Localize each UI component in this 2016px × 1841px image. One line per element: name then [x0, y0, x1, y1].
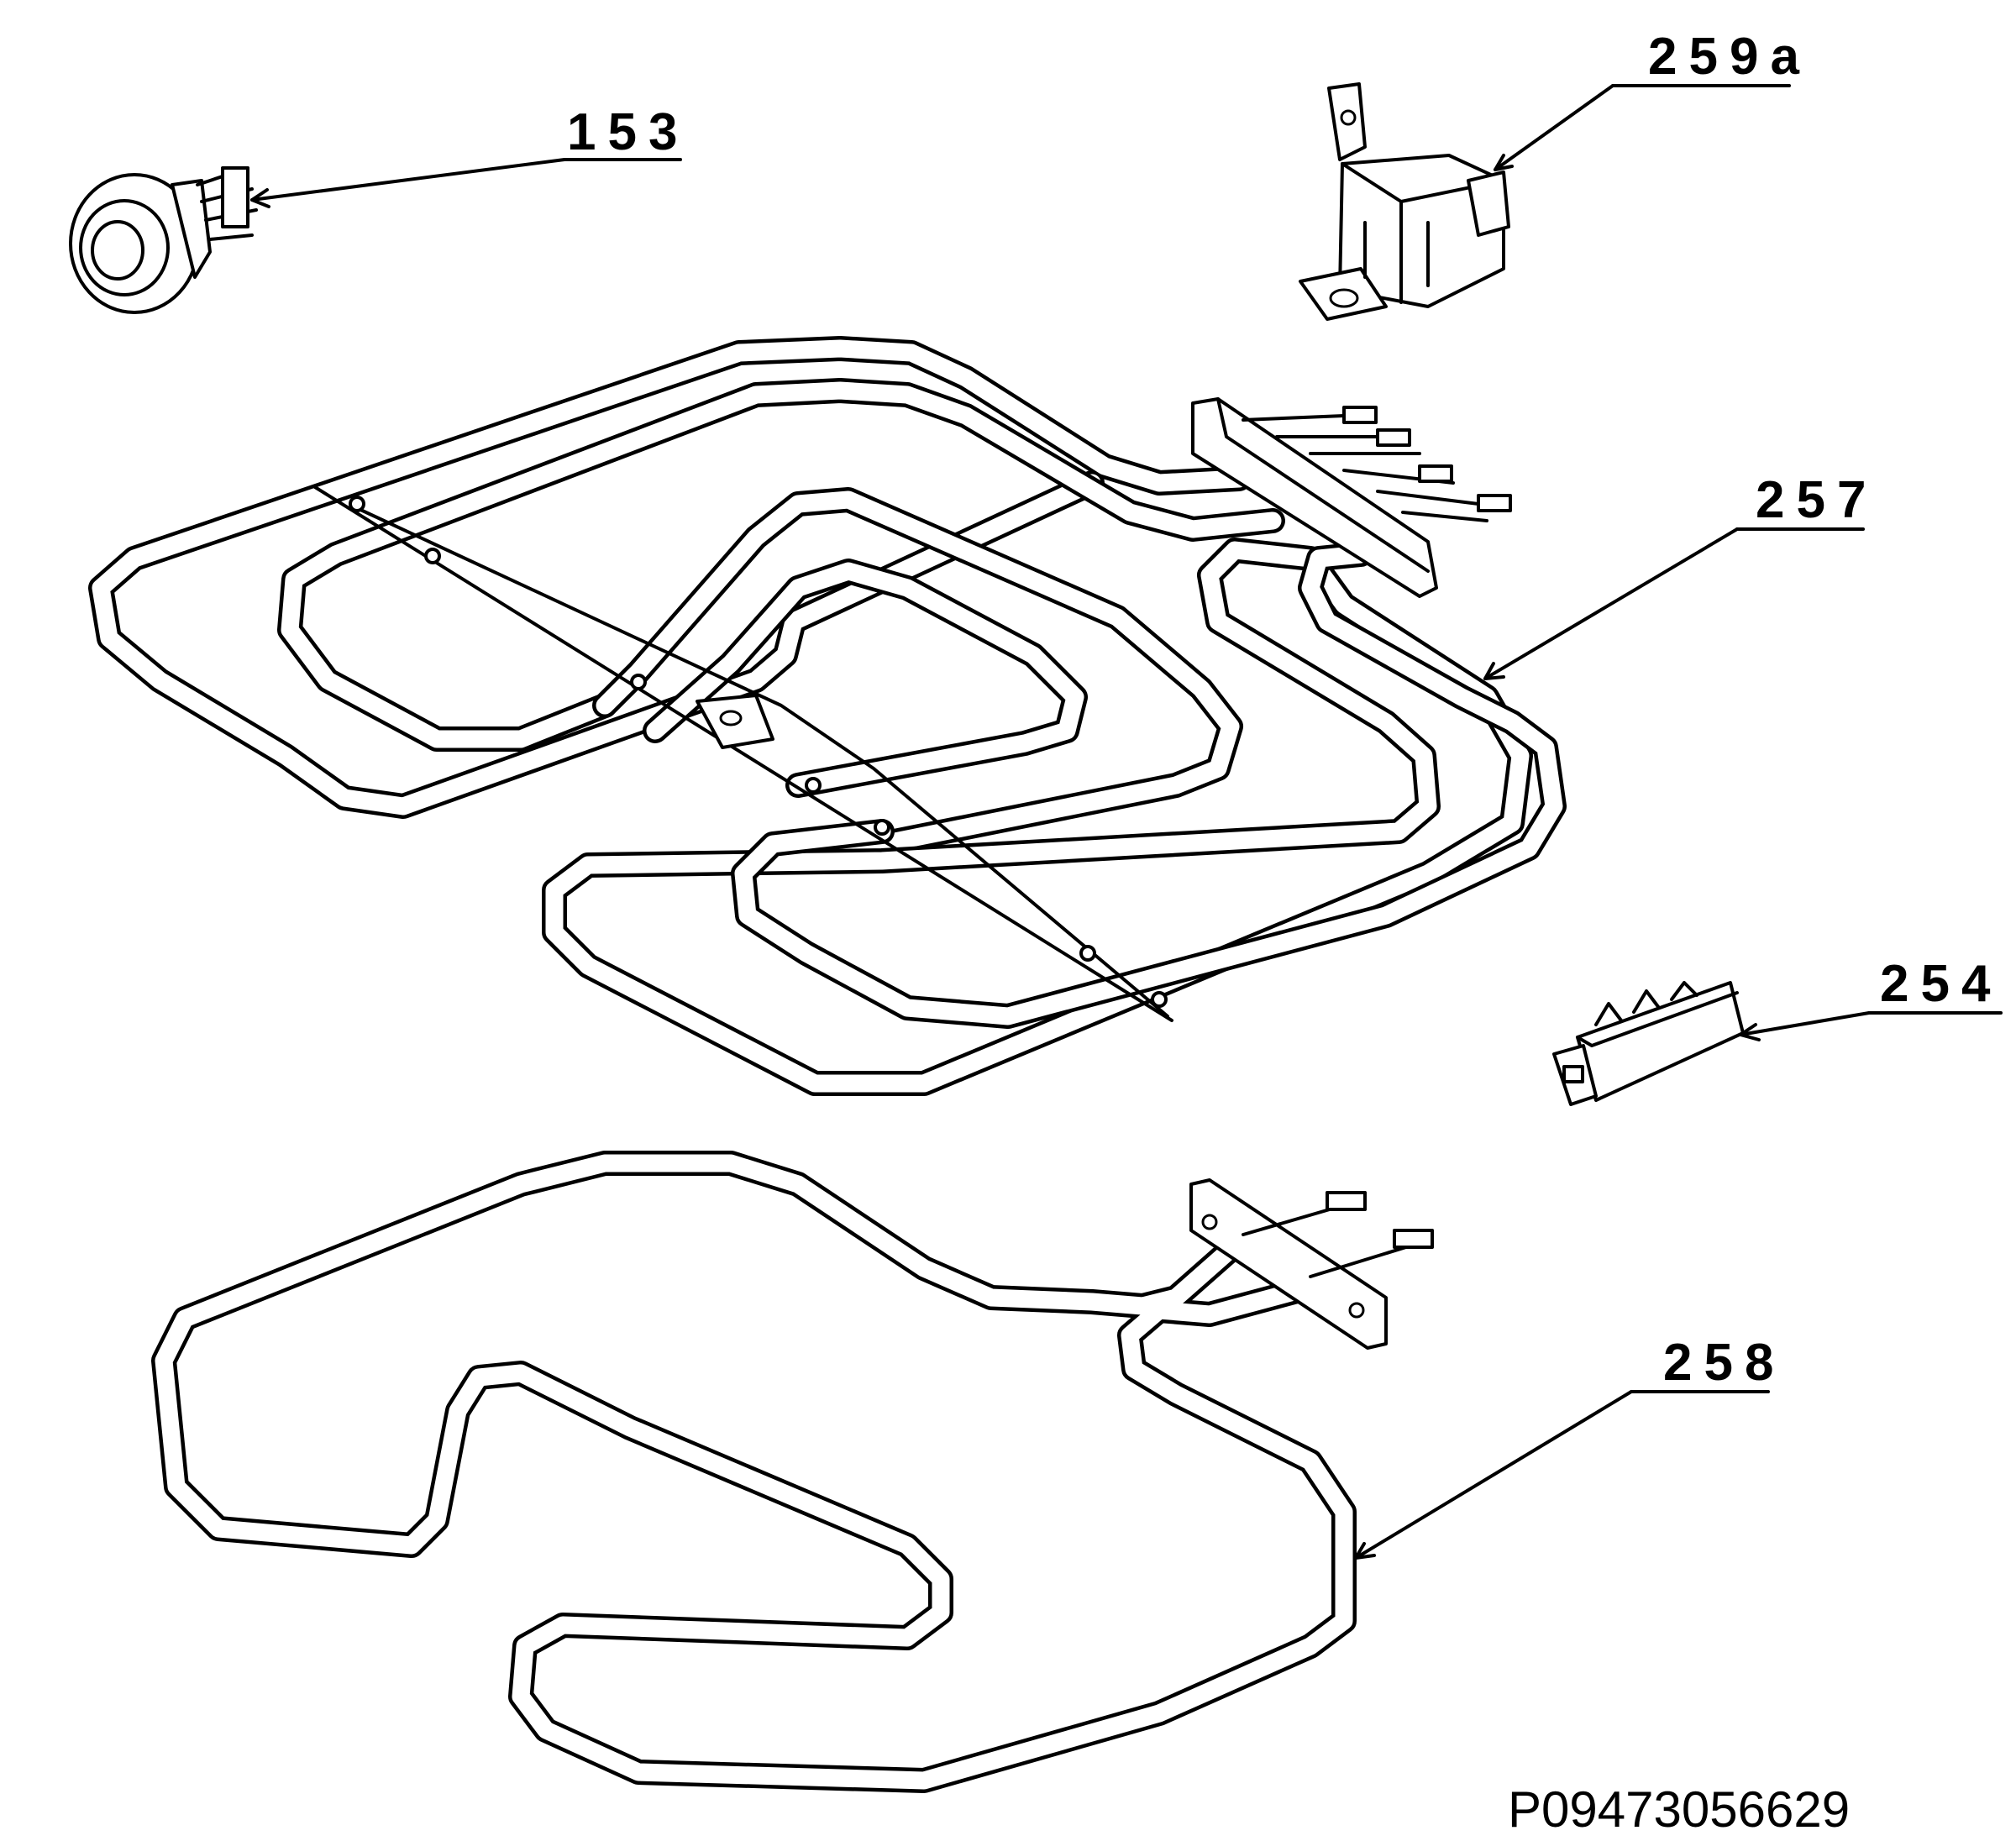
part-259a-thermostat: [1299, 82, 1510, 321]
callout-257-label: 257: [1756, 471, 1877, 529]
part-153-lamp: [69, 166, 258, 314]
callout-153-label: 153: [567, 103, 689, 161]
callout-257: 257: [1483, 471, 1877, 680]
callout-153: 153: [250, 103, 689, 208]
callout-254: 254: [1739, 955, 2003, 1041]
callout-254-label: 254: [1880, 955, 2002, 1013]
part-254-generator: [1552, 981, 1745, 1106]
callout-259a-label: 259a: [1648, 28, 1811, 86]
callout-258: 258: [1354, 1334, 1785, 1560]
part-257-grill-element: [88, 336, 1567, 1096]
callout-258-label: 258: [1663, 1334, 1785, 1392]
drawing-code: P09473056629: [1508, 1781, 1850, 1838]
callout-259a: 259a: [1494, 28, 1811, 171]
part-258-bottom-element: [151, 1151, 1434, 1793]
